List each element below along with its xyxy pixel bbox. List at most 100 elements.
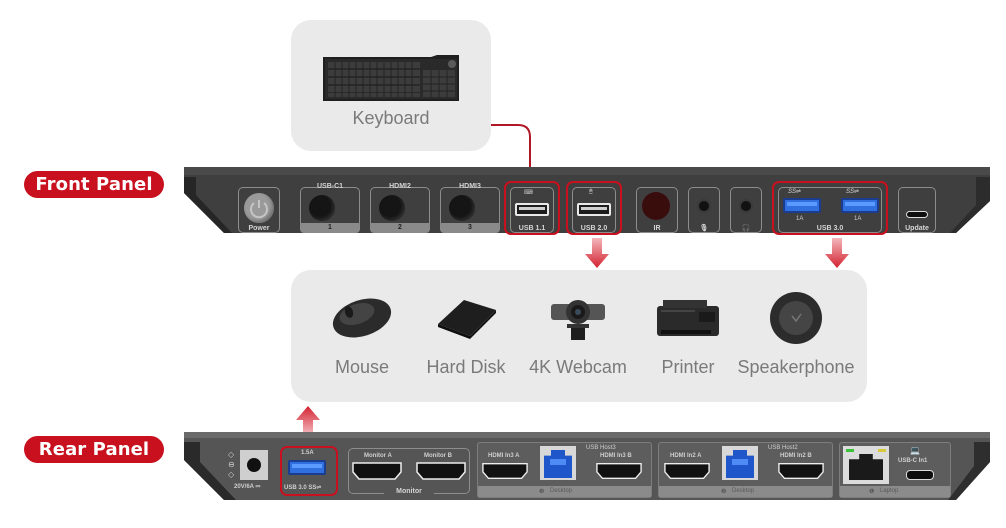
- speakerphone-icon: [770, 292, 822, 344]
- update-label: Update: [905, 225, 929, 232]
- laptop-number: ❶: [869, 489, 875, 495]
- usb2-down-arrow: [585, 238, 609, 268]
- usbc-in1-label: USB-C In1: [898, 458, 928, 464]
- input-1-button[interactable]: [309, 195, 335, 221]
- laptop-small-icon: 💻: [910, 446, 920, 455]
- usb30-port-2-rating: 1A: [854, 216, 862, 222]
- usb-host3-port[interactable]: [540, 446, 576, 480]
- headphone-frame: [730, 187, 762, 233]
- keyboard-callout: Keyboard: [291, 20, 491, 151]
- device-printer: Printer: [647, 270, 729, 402]
- usb-host2-port[interactable]: [722, 446, 758, 480]
- device-4k-webcam: 4K Webcam: [523, 270, 633, 402]
- hdmi-in3a-port[interactable]: [482, 462, 528, 480]
- device-hard-disk: Hard Disk: [419, 270, 513, 402]
- device-speakerphone: Speakerphone: [735, 270, 857, 402]
- usb30-highlight: [772, 181, 888, 235]
- usb11-highlight: [504, 181, 560, 235]
- ethernet-port[interactable]: [843, 446, 889, 484]
- input-3-button[interactable]: [449, 195, 475, 221]
- usb11-frame: [510, 187, 554, 233]
- hdmi-in3a-label: HDMI In3 A: [488, 453, 520, 459]
- hdmi-in2a-label: HDMI In2 A: [670, 453, 702, 459]
- usb20-port[interactable]: [577, 203, 611, 216]
- power-frame: [238, 187, 280, 233]
- rear-usb30-highlight: [280, 446, 338, 496]
- usb30-port-1-rating: 1A: [796, 216, 804, 222]
- front-panel: Power USB-C1 1 HDMI2 2 HDMI3 3 ⌨ USB 1.1…: [184, 167, 990, 239]
- input-2-strip: [370, 223, 430, 233]
- ir-frame: [636, 187, 678, 233]
- usb3-down-arrow: [825, 238, 849, 268]
- hdmi-in2a-port[interactable]: [664, 462, 710, 480]
- ir-sensor: [642, 192, 670, 220]
- usb20-highlight: [566, 181, 622, 235]
- superspeed-logo-2: SS⇌: [846, 189, 860, 195]
- device-label: Printer: [661, 357, 715, 377]
- update-frame: [898, 187, 936, 233]
- usb11-label: USB 1.1: [518, 225, 546, 232]
- input-1-number: 1: [328, 224, 332, 231]
- printer-icon: [657, 300, 719, 336]
- mic-frame: [688, 187, 720, 233]
- device-label: Speakerphone: [737, 357, 855, 377]
- usb20-label: USB 2.0: [580, 225, 608, 232]
- input-3-strip: [440, 223, 500, 233]
- usb30-frame: [778, 187, 882, 233]
- webcam-icon: [551, 300, 605, 340]
- keyboard-label: Keyboard: [352, 108, 430, 128]
- hdmi-in3b-label: HDMI In3 B: [600, 453, 632, 459]
- power-button[interactable]: [244, 193, 274, 223]
- polarity-icon: ◇⊖◇: [228, 450, 235, 479]
- mic-icon: 🎙: [699, 225, 709, 232]
- hdmi-in3b-port[interactable]: [596, 462, 642, 480]
- power-label: Power: [248, 225, 270, 232]
- rear-usb-up-arrow: [296, 406, 320, 434]
- usb11-port[interactable]: [515, 203, 549, 216]
- power-rating-label: 20V/6A ⎓: [234, 484, 261, 490]
- rear-panel-label: Rear Panel: [24, 436, 164, 463]
- input-2-label: HDMI2: [389, 183, 411, 190]
- monitor-a-label: Monitor A: [364, 453, 392, 459]
- input-3-label: HDMI3: [459, 183, 481, 190]
- rear-usb30-label: USB 3.0 SS⇌: [284, 485, 322, 491]
- mouse-small-icon: 🖱: [589, 189, 593, 195]
- superspeed-logo-1: SS⇌: [788, 189, 802, 195]
- desktop2-label: Desktop: [732, 488, 755, 494]
- input-2-number: 2: [398, 224, 402, 231]
- device-label: Mouse: [334, 357, 390, 377]
- laptop-label: Laptop: [880, 488, 899, 494]
- rear-usb30-rating: 1.5A: [301, 450, 314, 456]
- monitor-b-hdmi-port[interactable]: [416, 462, 466, 480]
- keyboard-small-icon: ⌨: [524, 190, 533, 196]
- ir-label: IR: [653, 225, 661, 232]
- usb30-port-1[interactable]: [783, 198, 821, 213]
- mic-jack[interactable]: [697, 199, 711, 213]
- hard-disk-icon: [438, 300, 496, 339]
- usb30-label: USB 3.0: [816, 225, 844, 232]
- monitor-b-label: Monitor B: [424, 453, 452, 459]
- usb30-port-2[interactable]: [841, 198, 879, 213]
- mouse-icon: [332, 298, 392, 338]
- headphone-icon: 🎧: [741, 225, 751, 232]
- dc-power-jack[interactable]: [240, 450, 268, 480]
- input-3-number: 3: [468, 224, 472, 231]
- rear-usb30-port[interactable]: [288, 460, 326, 475]
- input-1-strip: [300, 223, 360, 233]
- desktop2-number: ❷: [721, 489, 727, 495]
- desktop3-label: Desktop: [550, 488, 573, 494]
- device-mouse: Mouse: [319, 270, 405, 402]
- monitor-a-hdmi-port[interactable]: [352, 462, 402, 480]
- input-1-label: USB-C1: [316, 183, 344, 190]
- input-2-button[interactable]: [379, 195, 405, 221]
- device-label: Hard Disk: [426, 357, 506, 377]
- hdmi-in2b-port[interactable]: [778, 462, 824, 480]
- update-usbc-port[interactable]: [906, 211, 928, 218]
- usbc-in1-port[interactable]: [906, 470, 934, 480]
- power-icon: [250, 200, 268, 219]
- device-label: 4K Webcam: [529, 357, 627, 377]
- headphone-jack[interactable]: [739, 199, 753, 213]
- usb-host3-label: USB Host3: [586, 445, 616, 451]
- monitor-group-label: Monitor: [384, 488, 434, 495]
